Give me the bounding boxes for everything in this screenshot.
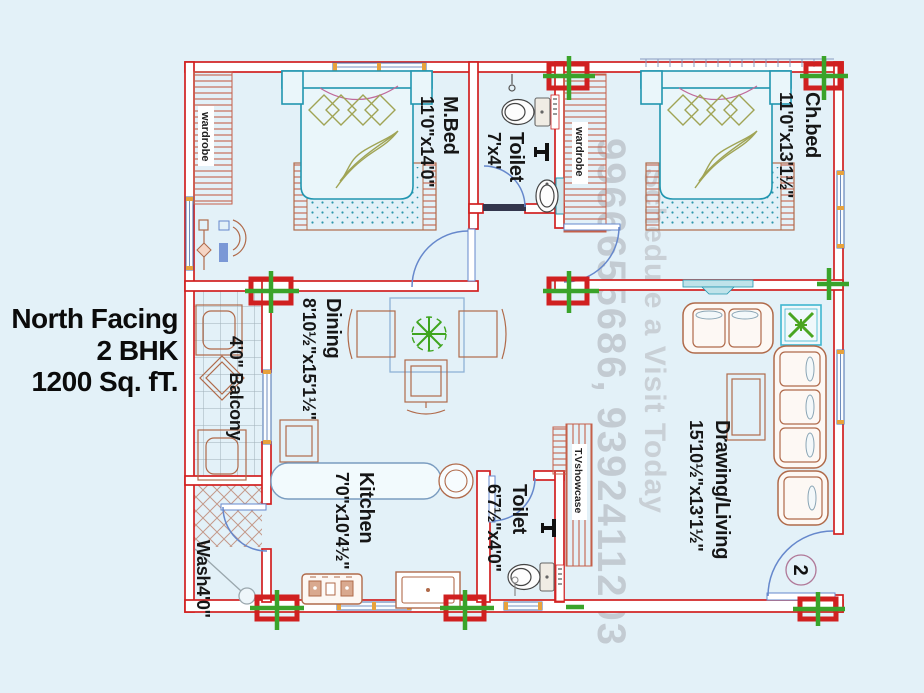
toilet-top-dims: 7'x4' (484, 132, 504, 169)
ceiling-fan-icon (411, 316, 447, 352)
window-left (185, 196, 194, 271)
wardrobe-middle-label: wardrobe (573, 126, 585, 177)
tap-icon-bottom (541, 519, 556, 537)
wardrobe-left-label: wardrobe (199, 111, 211, 162)
balcony-chair-top (195, 304, 243, 356)
toilet-bottom-label: Toilet (508, 484, 530, 535)
balcony-table (199, 355, 245, 401)
balcony-furniture (195, 304, 247, 481)
master-bedroom: wardrobe (193, 70, 437, 270)
wash-hatch (194, 485, 262, 547)
sink-icon (395, 571, 461, 609)
tv-showcase-label: T.Vshowcase (572, 448, 584, 514)
kitchen-dims: 7'0"x10'4½" (332, 472, 352, 569)
door-number-circle (785, 554, 817, 586)
plan-title: North Facing 2 BHK 1200 Sq. fT. (10, 303, 178, 398)
basin-icon (535, 177, 565, 215)
tap-icon (534, 143, 549, 161)
dining-chair-bottom (404, 359, 448, 415)
living-room (682, 279, 829, 526)
wc-icon (501, 97, 551, 127)
room-labels: M.Bed 11'0"x14'0" Toilet 7'x4' Ch.bed 11… (193, 92, 823, 618)
plant-box (780, 304, 822, 346)
sofa-single (777, 470, 829, 526)
living-label: Drawing/Living (711, 420, 733, 559)
dining-chair-right (458, 308, 507, 360)
sofa-two-seat (682, 302, 774, 354)
chbed-label: Ch.bed (801, 92, 823, 158)
chbed-bed (640, 70, 792, 200)
entrance-door: 2 (766, 530, 836, 601)
plant-icon (787, 311, 815, 339)
living-dims: 15'10½"x13'1½" (686, 420, 706, 552)
wash-door (220, 503, 268, 552)
sofa-three-seat (773, 345, 827, 469)
plan-type: 2 BHK (96, 334, 178, 366)
toilet-top-label: Toilet (505, 132, 527, 183)
dining-label: Dining (322, 298, 344, 358)
window-bottom-toilet (503, 601, 543, 611)
balcony-chair-bottom (197, 429, 247, 481)
tv-icon (682, 279, 754, 295)
mbed-door (411, 228, 476, 288)
window-top (332, 62, 427, 72)
entrance-door-number: 2 (789, 564, 811, 575)
toilet-top-door (483, 165, 526, 211)
toilet-bottom-dims: 6'7½"x4'0" (484, 484, 504, 572)
plan-area: 1200 Sq. fT. (31, 366, 178, 398)
geyser-strip (550, 94, 560, 130)
dining-set (279, 297, 507, 463)
dresser-stool (219, 243, 228, 262)
mbed-bed (281, 70, 433, 200)
tv-showcase: T.Vshowcase (552, 423, 593, 567)
coffee-table (726, 373, 766, 441)
child-bedroom: wardrobe (563, 70, 795, 233)
chbed-dims: 11'0"x13'1½" (776, 92, 796, 198)
window-balcony-partition (262, 369, 272, 445)
window-right-chbed (836, 170, 845, 249)
kitchen-fittings (270, 462, 474, 609)
drain-icon (511, 576, 519, 584)
mbed-dims: 11'0"x14'0" (417, 96, 437, 187)
plan-facing: North Facing (11, 303, 178, 334)
toilet-bottom (507, 519, 565, 602)
dining-chair-left (347, 308, 396, 360)
kitchen-basin (438, 463, 474, 499)
kitchen-label: Kitchen (355, 472, 377, 543)
balcony-label: 4'0" Balcony (226, 336, 246, 441)
dining-dims: 8'10½"x15'1½" (299, 298, 319, 420)
dining-cabinet (279, 419, 319, 463)
mirror-icon (232, 219, 247, 257)
stove-icon (301, 573, 363, 605)
shower-icon (508, 84, 516, 92)
window-right-living (836, 349, 845, 425)
geyser-strip-bottom (555, 564, 565, 602)
toilet-top (501, 74, 565, 215)
toilet-bottom-door (488, 475, 536, 523)
column-markers (245, 56, 849, 630)
wash-label: Wash4'0" (193, 540, 213, 618)
mbed-dresser (196, 219, 247, 270)
mbed-label: M.Bed (439, 96, 461, 155)
